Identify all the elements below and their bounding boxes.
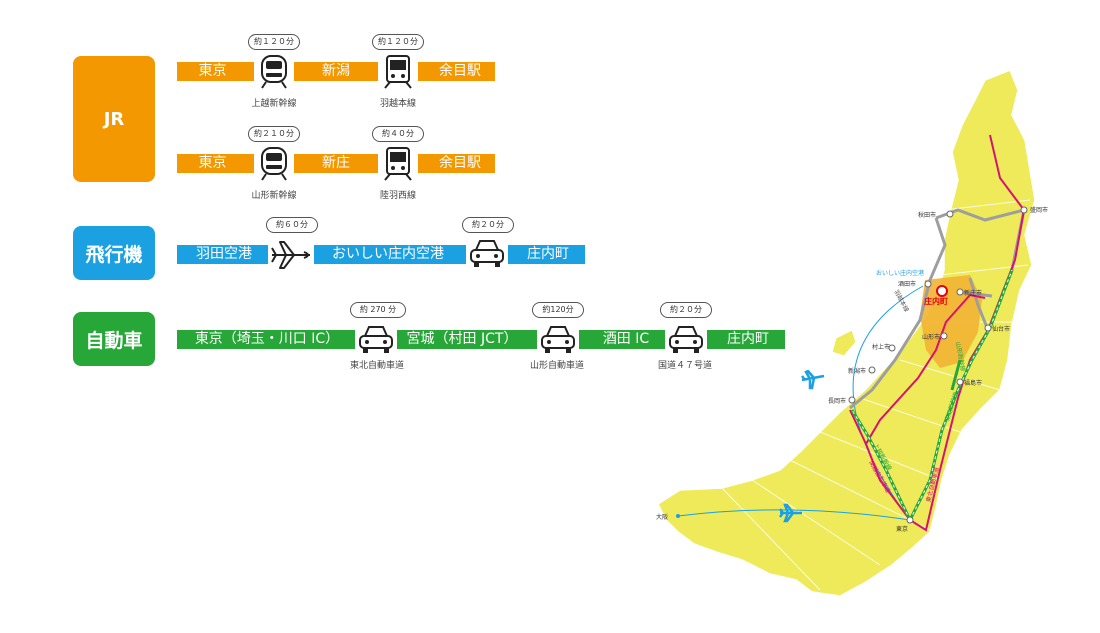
flight-arc bbox=[852, 285, 924, 521]
city-label: 新潟市 bbox=[848, 368, 867, 375]
city-marker-sakata bbox=[924, 280, 932, 288]
city-marker-tokyo bbox=[906, 516, 914, 524]
car-icon bbox=[537, 322, 579, 356]
station: おいしい庄内空港 bbox=[332, 246, 444, 262]
travel-time: 約２０分 bbox=[462, 217, 514, 233]
city-marker-shinjo bbox=[956, 288, 964, 296]
car-icon bbox=[466, 236, 508, 270]
line-name: 山形新幹線 bbox=[251, 191, 297, 201]
travel-time: 約４０分 bbox=[372, 126, 424, 142]
travel-time: 約２１０分 bbox=[248, 126, 300, 142]
city-label: 山形市 bbox=[922, 334, 941, 341]
train-icon bbox=[378, 54, 418, 90]
city-label: 酒田市 bbox=[898, 281, 917, 288]
line-name: 上越新幹線 bbox=[251, 99, 297, 109]
station: 宮城（村田 JCT） bbox=[406, 331, 518, 347]
station: 酒田 IC bbox=[602, 331, 650, 347]
city-label: 東京 bbox=[896, 526, 909, 533]
station: 新庄 bbox=[322, 155, 350, 171]
car-icon bbox=[665, 322, 707, 356]
route-bar bbox=[177, 330, 785, 349]
travel-time: 約２０分 bbox=[660, 302, 712, 318]
city-label: おいしい庄内空港 bbox=[876, 270, 925, 277]
city-marker-akita bbox=[946, 210, 954, 218]
category-airplane: 飛行機 bbox=[73, 226, 155, 280]
line-name: 陸羽西線 bbox=[379, 191, 416, 201]
shinkansen-icon bbox=[254, 54, 294, 90]
city-marker-morioka bbox=[1020, 206, 1028, 214]
station: 羽田空港 bbox=[196, 246, 252, 262]
line-name: 羽越本線 bbox=[379, 99, 416, 109]
station: 余目駅 bbox=[439, 155, 481, 171]
airplane-icon bbox=[800, 369, 826, 390]
station: 東京 bbox=[198, 155, 227, 171]
travel-time: 約１２０分 bbox=[248, 34, 300, 50]
city-marker-sendai bbox=[984, 324, 992, 332]
city-label: 大阪 bbox=[656, 514, 669, 521]
travel-time: 約１２０分 bbox=[372, 34, 424, 50]
city-marker-shonai bbox=[936, 285, 948, 297]
city-label: 村上市 bbox=[872, 344, 891, 351]
airplane-icon bbox=[778, 503, 804, 523]
city-label: 長岡市 bbox=[828, 398, 847, 405]
sado-island bbox=[831, 329, 857, 357]
city-label: 新庄市 bbox=[964, 290, 983, 297]
category-car: 自動車 bbox=[73, 312, 155, 366]
city-label: 庄内町 bbox=[924, 297, 948, 306]
train-icon bbox=[378, 146, 418, 182]
travel-time: 約120分 bbox=[532, 302, 584, 318]
station: 庄内町 bbox=[527, 246, 569, 262]
station: 新潟 bbox=[322, 63, 350, 79]
city-marker-niigata bbox=[868, 366, 876, 374]
travel-time: 約６０分 bbox=[266, 217, 318, 233]
city-label: 仙台市 bbox=[992, 326, 1011, 333]
highway-line bbox=[849, 134, 1026, 532]
airplane-icon bbox=[268, 238, 314, 272]
route-map: 盛岡市 秋田市 おいしい庄内空港 酒田市 庄内町 新庄市 山形市 仙台市 村上市… bbox=[640, 60, 1080, 615]
city-marker-osaka bbox=[676, 514, 680, 518]
road-name: 山形自動車道 bbox=[529, 361, 584, 371]
station: 余目駅 bbox=[439, 63, 481, 79]
road-name: 国道４７号道 bbox=[657, 361, 712, 371]
station: 東京（埼玉・川口 IC） bbox=[194, 331, 340, 347]
rail-line bbox=[849, 208, 1026, 410]
station: 東京 bbox=[198, 63, 227, 79]
city-marker-yamagata bbox=[940, 332, 948, 340]
travel-time: 約 270 分 bbox=[350, 302, 406, 318]
city-label: 福島市 bbox=[964, 380, 983, 387]
car-icon bbox=[355, 322, 397, 356]
city-marker-fukushima bbox=[956, 378, 964, 386]
category-jr: JR bbox=[73, 56, 155, 182]
city-marker-murakami bbox=[888, 344, 896, 352]
city-label: 盛岡市 bbox=[1030, 207, 1049, 214]
city-marker-nagaoka bbox=[848, 396, 856, 404]
city-label: 秋田市 bbox=[918, 212, 937, 219]
road-name: 東北自動車道 bbox=[349, 361, 404, 371]
station: 庄内町 bbox=[727, 331, 769, 347]
shinkansen-icon bbox=[254, 146, 294, 182]
